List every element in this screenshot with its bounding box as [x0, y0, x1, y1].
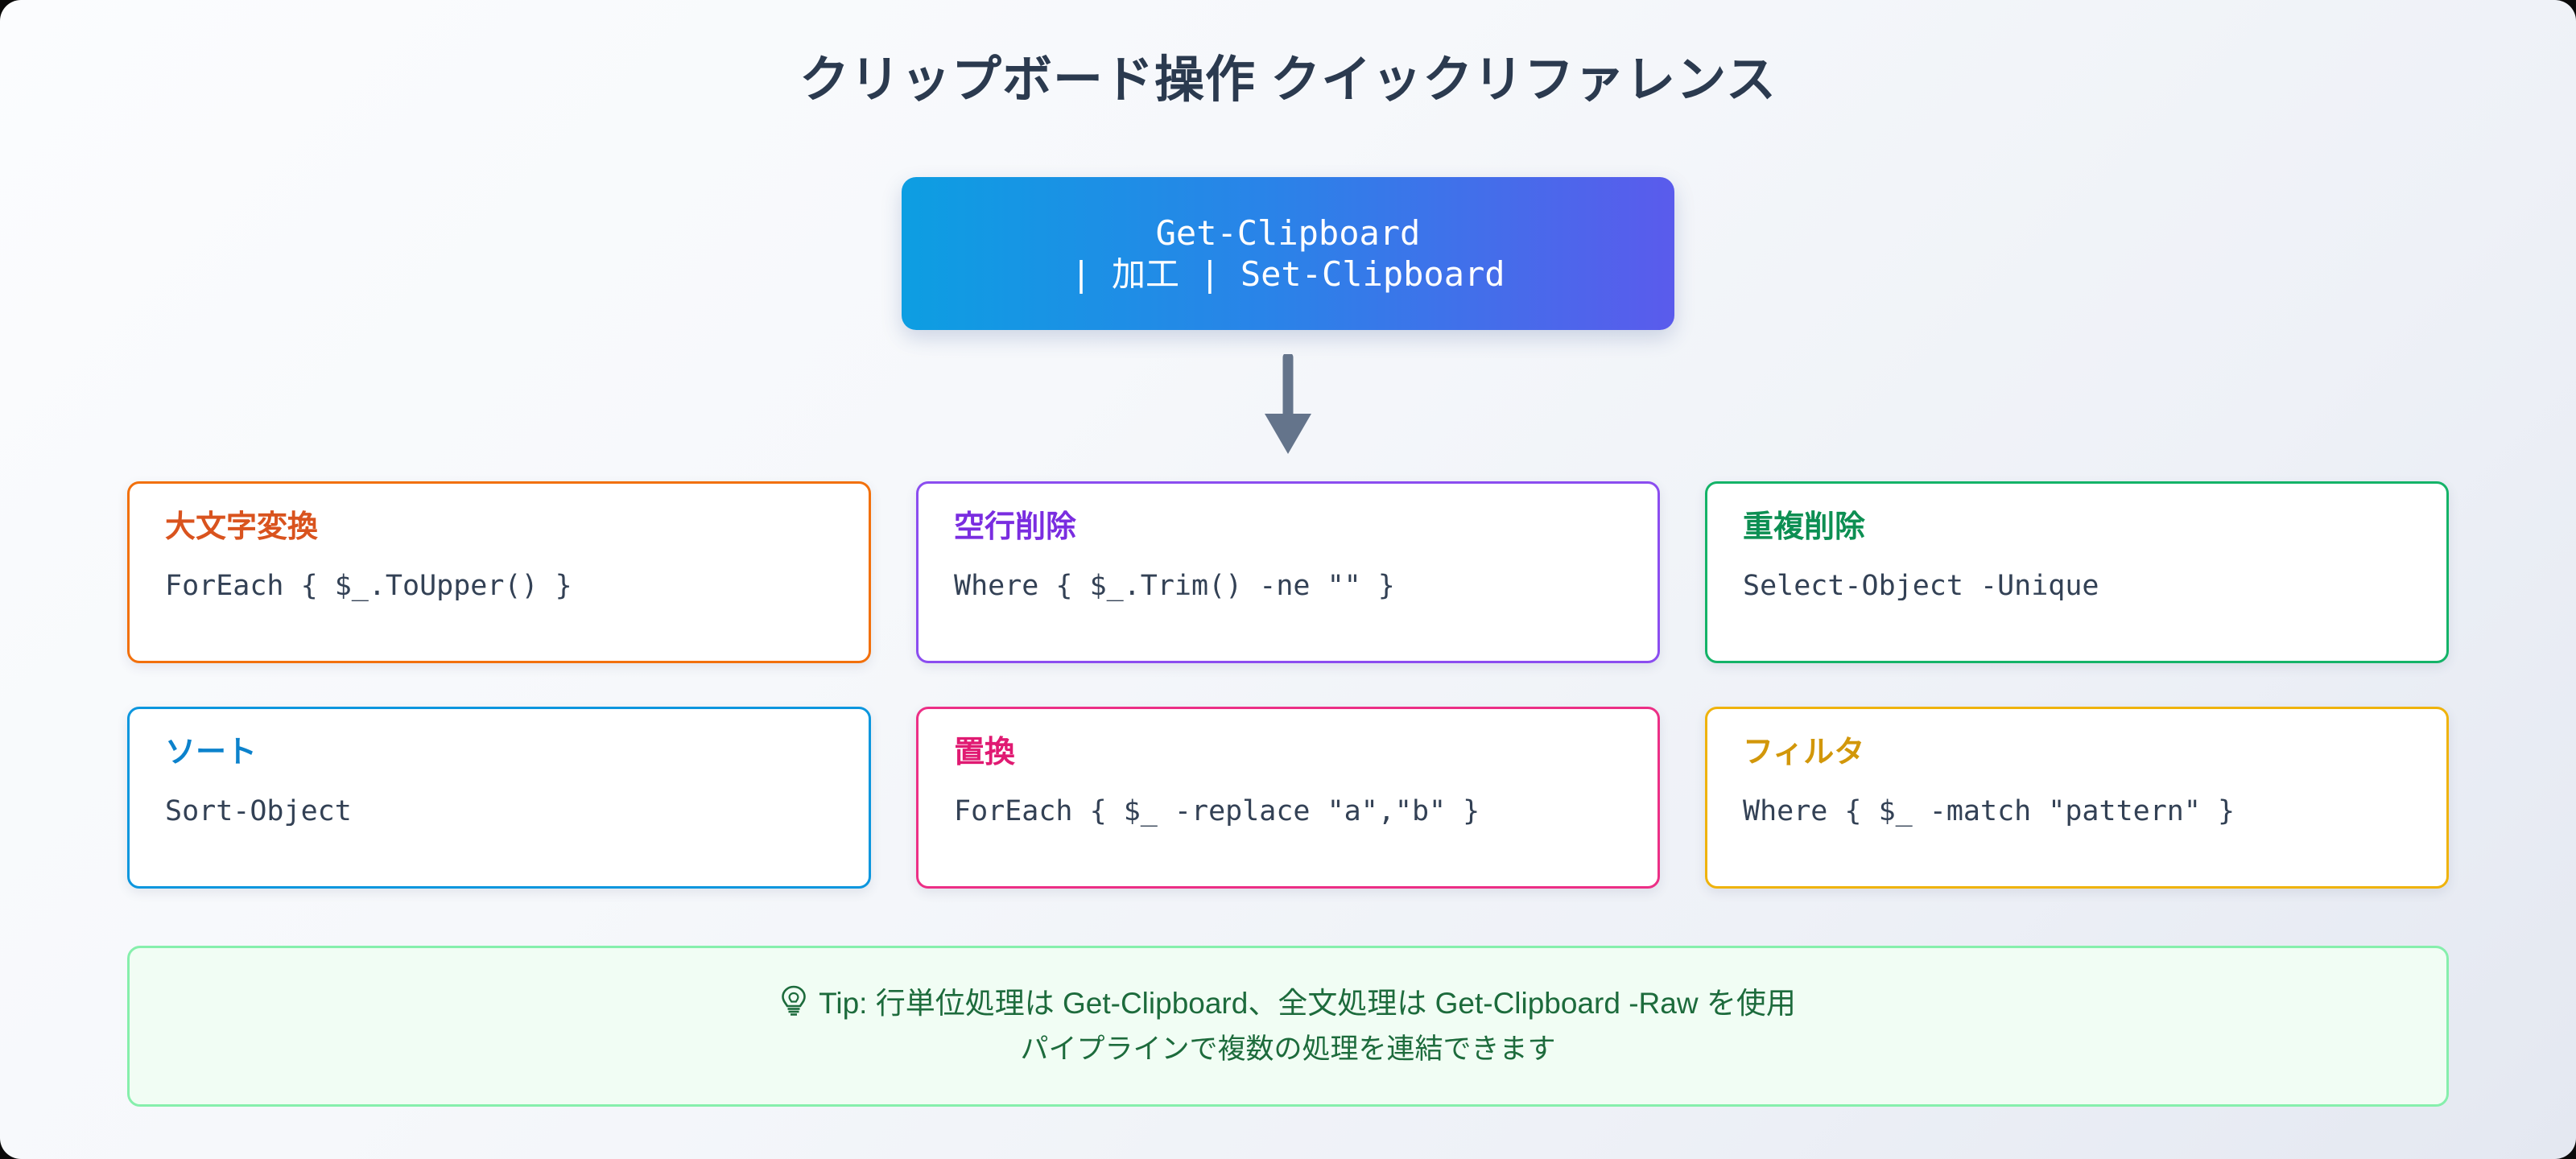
tip-box: Tip: 行単位処理は Get-Clipboard、全文処理は Get-Clip…	[127, 946, 2449, 1107]
command-card-grid: 大文字変換 ForEach { $_.ToUpper() } 空行削除 Wher…	[127, 481, 2449, 889]
card-code: Sort-Object	[165, 794, 352, 827]
card-code: ForEach { $_.ToUpper() }	[165, 569, 572, 602]
card-code: ForEach { $_ -replace "a","b" }	[954, 794, 1480, 827]
lightbulb-icon	[780, 985, 807, 1022]
card-remove-blank-lines[interactable]: 空行削除 Where { $_.Trim() -ne "" }	[916, 481, 1660, 663]
card-remove-duplicates[interactable]: 重複削除 Select-Object -Unique	[1705, 481, 2449, 663]
arrow-down-icon	[1249, 352, 1327, 459]
card-title: 重複削除	[1743, 510, 1866, 544]
pipeline-line-1: Get-Clipboard	[1155, 212, 1421, 253]
page-title: クリップボード操作 クイックリファレンス	[799, 52, 1777, 108]
card-title: 置換	[954, 736, 1016, 769]
card-code: Where { $_ -match "pattern" }	[1743, 794, 2235, 827]
pipeline-line-2: | 加工 | Set-Clipboard	[1071, 254, 1505, 294]
card-code: Select-Object -Unique	[1743, 569, 2099, 602]
card-replace[interactable]: 置換 ForEach { $_ -replace "a","b" }	[916, 707, 1660, 889]
card-code: Where { $_.Trim() -ne "" }	[954, 569, 1395, 602]
card-title: フィルタ	[1743, 736, 1865, 769]
card-title: ソート	[165, 736, 258, 769]
card-filter[interactable]: フィルタ Where { $_ -match "pattern" }	[1705, 707, 2449, 889]
card-title: 空行削除	[954, 510, 1077, 544]
card-title: 大文字変換	[165, 510, 319, 544]
card-sort[interactable]: ソート Sort-Object	[127, 707, 871, 889]
pipeline-header-box: Get-Clipboard | 加工 | Set-Clipboard	[902, 177, 1674, 330]
card-uppercase[interactable]: 大文字変換 ForEach { $_.ToUpper() }	[127, 481, 871, 663]
tip-line-1: Tip: 行単位処理は Get-Clipboard、全文処理は Get-Clip…	[819, 987, 1796, 1020]
tip-line-1-row: Tip: 行単位処理は Get-Clipboard、全文処理は Get-Clip…	[780, 985, 1796, 1022]
tip-line-2: パイプラインで複数の処理を連結できます	[1020, 1033, 1556, 1066]
